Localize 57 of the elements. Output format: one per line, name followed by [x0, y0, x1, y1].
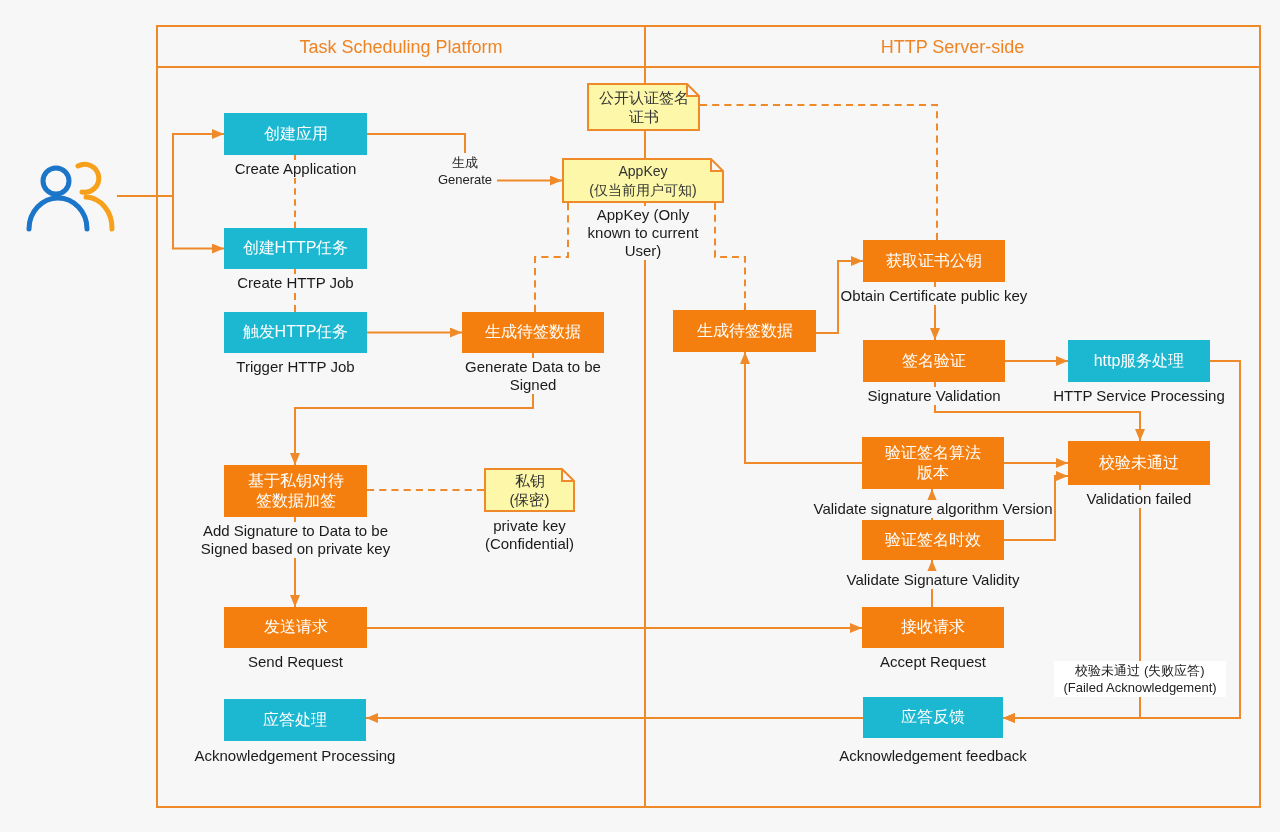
arrow	[366, 327, 463, 338]
node-label: Acknowledgement feedback	[839, 747, 1027, 765]
node-label: 基于私钥对待签数据加签	[246, 470, 345, 511]
node-label: 私钥(保密)	[508, 470, 551, 510]
node-label: 发送请求	[263, 617, 328, 638]
arrow	[1003, 471, 1069, 541]
node-label: Validate Signature Validity	[846, 571, 1020, 589]
lane-title: HTTP Server-side	[880, 37, 1025, 58]
node-label: 触发HTTP任务	[242, 322, 349, 343]
node-label: 获取证书公钥	[886, 250, 982, 271]
node-label: 验证签名时效	[885, 529, 981, 550]
arrow	[1002, 360, 1241, 723]
node-label: Send Request	[247, 653, 344, 671]
arrow	[1003, 458, 1069, 468]
node-label: HTTP Service Processing	[1053, 387, 1225, 405]
node-label: Signature Validation	[867, 387, 1001, 405]
node-label: 接收请求	[901, 617, 965, 638]
node-label: Validate signature algorithm Version	[813, 500, 1053, 518]
lane-title: Task Scheduling Platform	[299, 37, 503, 58]
arrow	[927, 488, 937, 521]
node-label: 应答处理	[263, 709, 327, 730]
dashed-line	[534, 202, 569, 313]
node-label: Obtain Certificate public key	[840, 287, 1028, 305]
node-label: 创建HTTP任务	[242, 238, 349, 259]
node-label: Trigger HTTP Job	[236, 358, 355, 376]
arrow	[116, 129, 225, 254]
arrow	[934, 381, 1145, 442]
node-label: AppKey (仅当前用户可知)	[588, 162, 698, 199]
dashed-line	[294, 154, 296, 229]
node-label: http服务处理	[1093, 350, 1185, 371]
node-label: 验证签名算法版本	[884, 442, 982, 483]
people-icon	[25, 160, 117, 234]
arrow	[927, 559, 937, 608]
note	[587, 83, 700, 131]
arrow	[290, 352, 534, 466]
dashed-line	[699, 104, 938, 241]
edge-label: 校验未通过 (失败应答) (Failed Acknowledgement)	[1054, 661, 1226, 697]
node-label: Validation failed	[1086, 490, 1192, 508]
process-box	[673, 310, 816, 352]
node-label: Create Application	[234, 160, 357, 178]
node-label: 生成待签数据	[485, 322, 581, 343]
arrow	[1004, 356, 1069, 366]
node-label: 创建应用	[263, 123, 328, 144]
arrow	[740, 351, 863, 464]
node-label: 公开认证签名证书	[597, 87, 690, 127]
arrow	[815, 256, 864, 334]
node-label: Acknowledgement Processing	[194, 747, 396, 765]
dashed-line	[294, 268, 296, 313]
dashed-line	[714, 202, 746, 311]
arrow	[366, 623, 863, 633]
node-label: 应答反馈	[901, 707, 965, 728]
arrow	[930, 281, 940, 341]
arrow	[365, 713, 864, 723]
node-label: 签名验证	[902, 350, 966, 371]
dashed-line	[366, 489, 485, 491]
node-label: 校验未通过	[1099, 452, 1179, 473]
node-label: 生成待签数据	[696, 320, 793, 341]
